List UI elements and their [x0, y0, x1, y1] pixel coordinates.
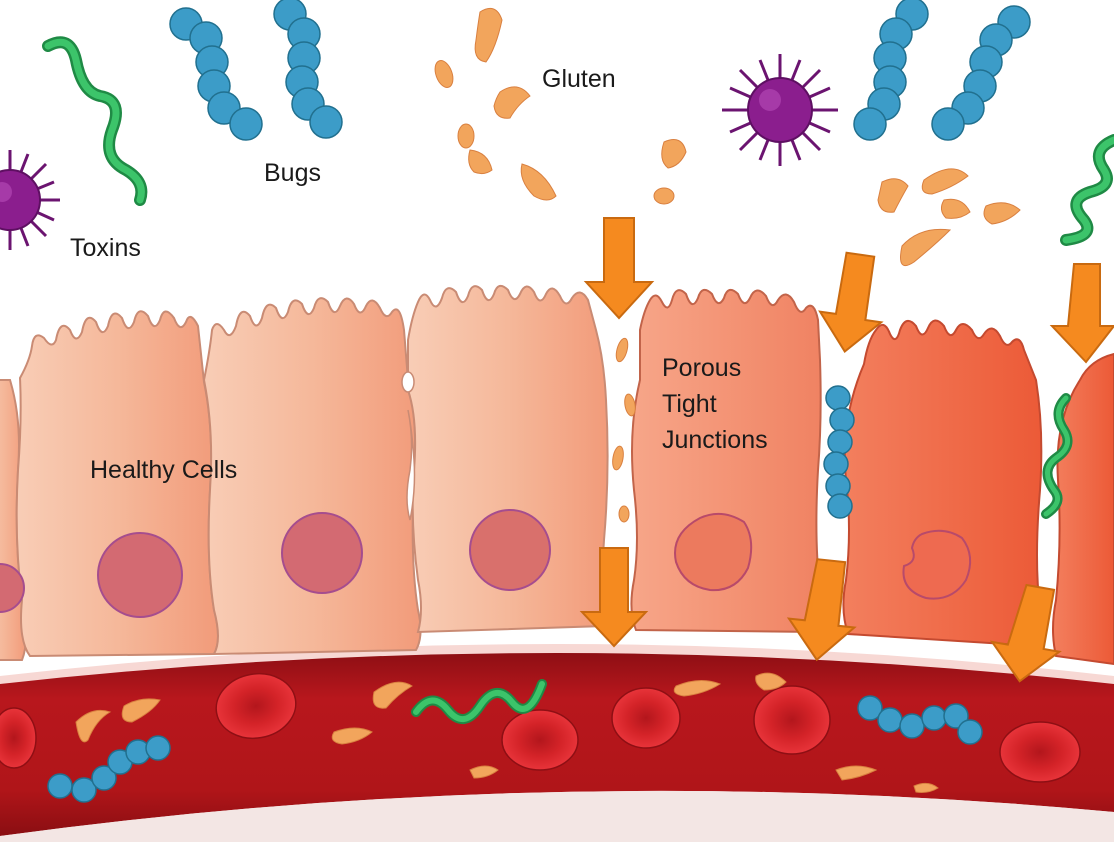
- worm-top-left: [42, 36, 148, 206]
- label-junctions: Junctions: [662, 426, 768, 454]
- toxin-right: [722, 54, 838, 166]
- healthy-cells: [0, 284, 609, 661]
- label-toxins: Toxins: [70, 234, 141, 262]
- cell: [407, 284, 609, 634]
- bug-chain: [273, 0, 343, 139]
- red-blood-cell: [501, 709, 579, 771]
- red-blood-cell: [611, 687, 681, 749]
- bug-chain: [169, 7, 263, 141]
- bug-chain-in-blood: [47, 695, 983, 803]
- label-gluten: Gluten: [542, 65, 616, 93]
- arrow-down-icon: [1049, 263, 1114, 364]
- arrow-down-icon: [786, 558, 857, 662]
- worm-in-gap: [1041, 393, 1073, 519]
- nucleus: [0, 563, 25, 613]
- worm-top-right: [1060, 134, 1114, 246]
- nucleus: [469, 509, 551, 591]
- gluten-particles: [434, 7, 1021, 266]
- nucleus: [281, 512, 363, 594]
- red-blood-cell: [0, 707, 37, 769]
- nucleus: [97, 532, 183, 618]
- gluten-leaking: [612, 337, 636, 523]
- bug-chain-in-gap: [823, 385, 855, 519]
- arrow-down-icon: [579, 547, 649, 648]
- nucleus: [674, 512, 753, 592]
- arrow-down-icon: [818, 251, 884, 353]
- bug-chain: [931, 5, 1031, 141]
- inflamed-cells: [630, 288, 1114, 666]
- gluten-in-blood: [75, 672, 939, 793]
- arrow-down-icon: [583, 217, 655, 320]
- nucleus: [902, 529, 972, 600]
- red-blood-cell: [999, 721, 1081, 783]
- red-blood-cells: [0, 672, 1081, 783]
- red-blood-cell: [753, 685, 831, 755]
- cell: [202, 297, 422, 656]
- label-tight: Tight: [662, 390, 717, 418]
- toxin-left: [0, 150, 60, 250]
- label-porous: Porous: [662, 354, 741, 382]
- label-bugs: Bugs: [264, 159, 321, 187]
- cell: [842, 319, 1044, 648]
- arrow-down-icon: [989, 583, 1062, 683]
- leak-arrows: [579, 217, 1114, 683]
- label-healthy-cells: Healthy Cells: [90, 456, 237, 484]
- red-blood-cell: [215, 672, 297, 740]
- bug-chain: [853, 0, 929, 141]
